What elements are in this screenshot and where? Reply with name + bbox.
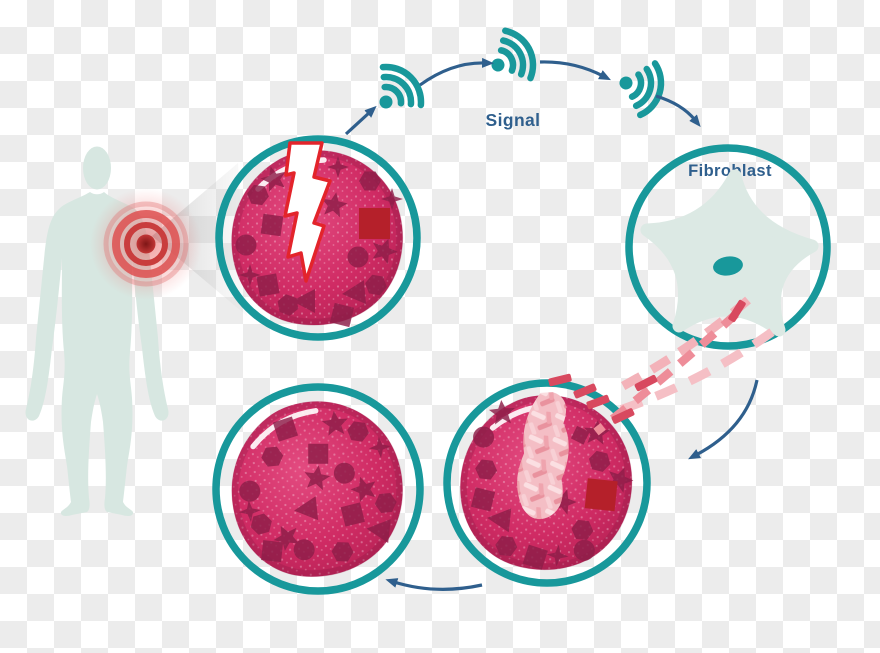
pain-ring-outer bbox=[103, 201, 189, 287]
damaged-tissue-circle-frame bbox=[215, 135, 421, 341]
arrow-signal-2-3 bbox=[539, 60, 611, 81]
pain-ring-mid bbox=[112, 210, 180, 278]
healed-tissue-blob bbox=[223, 393, 411, 585]
arrow-tissue-to-signal bbox=[344, 105, 377, 136]
accent-red-square bbox=[584, 478, 618, 512]
radiating-pain-target-icon bbox=[90, 188, 202, 300]
human-body-silhouette bbox=[25, 146, 169, 516]
accent-red-square bbox=[359, 208, 390, 239]
arrow-wound-to-healed bbox=[385, 578, 483, 591]
arrow-signal-to-fibroblast bbox=[655, 94, 701, 127]
fibroblast-nucleus bbox=[713, 256, 743, 276]
fibroblast-label: Fibroblast bbox=[688, 162, 772, 180]
pain-core-dot bbox=[136, 234, 156, 254]
fibroblast-cell bbox=[640, 169, 819, 337]
pain-ring-inner bbox=[124, 222, 168, 266]
signal-label: Signal bbox=[486, 110, 541, 130]
fibroblast-circle-frame bbox=[625, 144, 831, 350]
repairing-tissue-blob bbox=[452, 383, 644, 578]
healed-tissue-circle-frame bbox=[212, 383, 424, 595]
damaged-tissue-blob bbox=[232, 141, 403, 327]
fiber-deposit-circle-frame bbox=[443, 379, 651, 587]
lightning-crack-icon bbox=[283, 141, 332, 283]
arrow-fibroblast-to-wound bbox=[688, 379, 759, 460]
fiber-dash-line-2 bbox=[606, 328, 775, 419]
wifi-signal-icon-3 bbox=[612, 55, 667, 118]
collagen-fiber-pile bbox=[517, 392, 569, 520]
silhouette-body bbox=[25, 192, 169, 516]
arrow-signal-1-2 bbox=[419, 57, 494, 87]
wifi-signal-icon-2 bbox=[480, 25, 542, 92]
wifi-signal-icon-1 bbox=[362, 58, 429, 125]
fiber-red-segments bbox=[548, 299, 746, 424]
silhouette-head bbox=[83, 146, 111, 190]
flow-arrows bbox=[344, 57, 759, 591]
fibroblast-cell-body bbox=[640, 169, 819, 337]
